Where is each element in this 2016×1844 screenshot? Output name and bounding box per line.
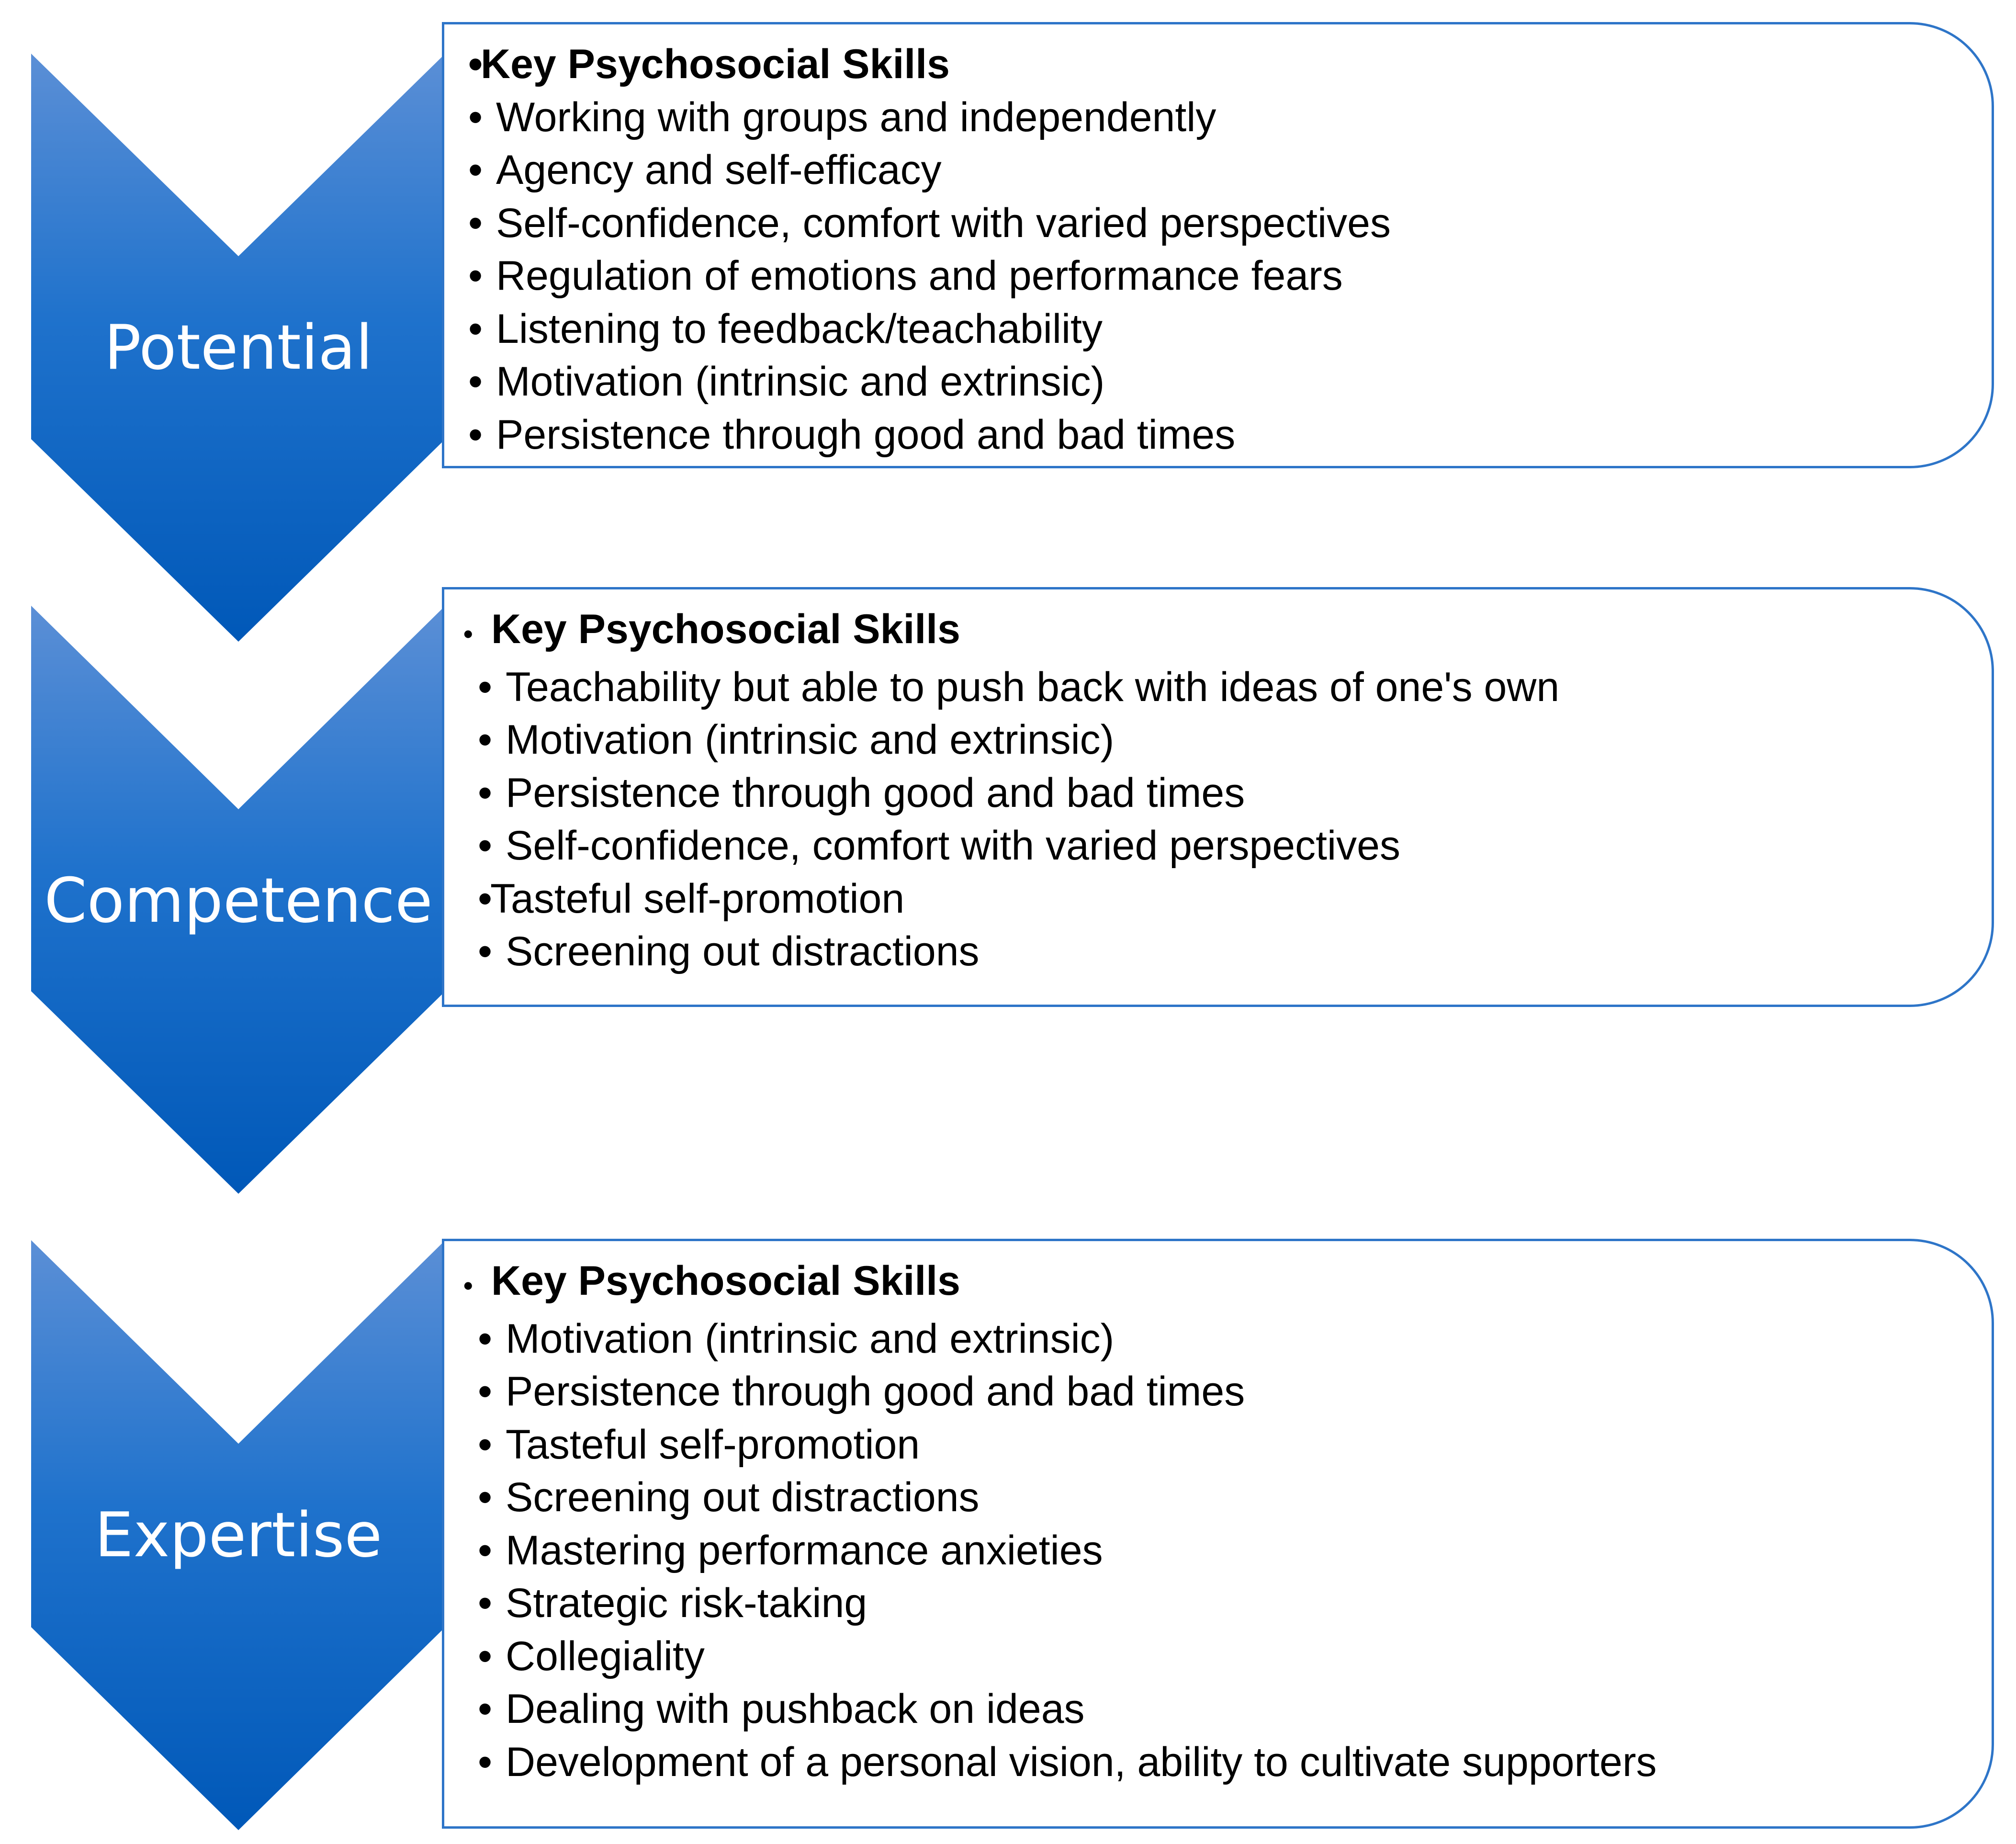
skill-item: Persistence through good and bad times bbox=[506, 769, 1245, 816]
skill-item: Working with groups and independently bbox=[496, 94, 1216, 140]
skill-item: Teachability but able to push back with … bbox=[506, 664, 1560, 710]
chevron-competence: Competence bbox=[31, 606, 445, 1194]
skills-box-competence: •Key Psychosocial Skills •Teachability b… bbox=[442, 587, 1994, 1007]
skills-box-potential: •Key Psychosocial Skills •Working with g… bbox=[442, 22, 1994, 468]
skill-item: Agency and self-efficacy bbox=[496, 147, 942, 193]
skill-item: Development of a personal vision, abilit… bbox=[506, 1739, 1657, 1785]
stage-label: Potential bbox=[104, 312, 373, 384]
skill-item: Screening out distractions bbox=[506, 1474, 980, 1520]
skill-item: Motivation (intrinsic and extrinsic) bbox=[506, 717, 1115, 763]
skill-item: Tasteful self-promotion bbox=[490, 875, 905, 922]
skills-heading: •Key Psychosocial Skills bbox=[463, 606, 960, 652]
stage-label: Expertise bbox=[95, 1500, 382, 1571]
skill-item: Mastering performance anxieties bbox=[506, 1527, 1103, 1573]
skills-box-expertise: •Key Psychosocial Skills •Motivation (in… bbox=[442, 1239, 1994, 1829]
skill-item: Motivation (intrinsic and extrinsic) bbox=[506, 1315, 1115, 1362]
chevron-expertise: Expertise bbox=[31, 1240, 445, 1830]
skill-item: Strategic risk-taking bbox=[506, 1580, 867, 1626]
skill-item: Dealing with pushback on ideas bbox=[506, 1686, 1085, 1732]
skill-item: Motivation (intrinsic and extrinsic) bbox=[496, 359, 1105, 405]
skill-item: Persistence through good and bad times bbox=[496, 411, 1236, 458]
skill-item: Listening to feedback/teachability bbox=[496, 305, 1103, 352]
skill-item: Self-confidence, comfort with varied per… bbox=[506, 823, 1400, 869]
skills-heading: •Key Psychosocial Skills bbox=[468, 41, 950, 87]
skill-item: Screening out distractions bbox=[506, 928, 980, 974]
skill-item: Self-confidence, comfort with varied per… bbox=[496, 200, 1391, 246]
chevron-potential: Potential bbox=[31, 54, 445, 642]
skill-item: Collegiality bbox=[506, 1633, 705, 1679]
skill-item: Regulation of emotions and performance f… bbox=[496, 253, 1343, 299]
skill-item: Tasteful self-promotion bbox=[506, 1421, 920, 1468]
stage-label: Competence bbox=[44, 865, 433, 937]
skill-item: Persistence through good and bad times bbox=[506, 1369, 1245, 1414]
skills-heading: •Key Psychosocial Skills bbox=[463, 1258, 960, 1304]
